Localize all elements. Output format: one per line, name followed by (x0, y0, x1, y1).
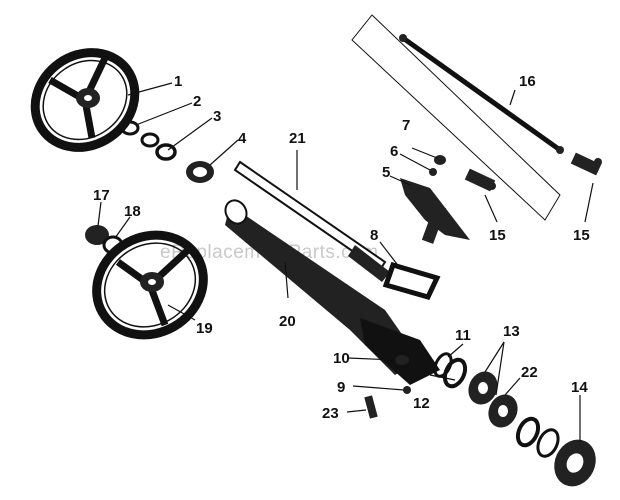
nut-part-10 (395, 355, 409, 365)
nut-part-2 (120, 120, 140, 136)
fitting-part-9 (403, 386, 411, 394)
callout-12: 12 (413, 395, 430, 412)
callout-20: 20 (279, 313, 296, 330)
callout-9: 9 (337, 379, 345, 396)
steering-wheel-upper (30, 48, 140, 152)
nut-part-3 (155, 143, 177, 161)
washer-part-13b (536, 428, 560, 458)
callout-15-left: 15 (489, 227, 506, 244)
steering-column-part-20 (224, 199, 440, 385)
gear-part-13 (468, 371, 498, 405)
callout-21: 21 (289, 130, 306, 147)
rod-part-16 (351, 14, 564, 221)
callout-7: 7 (402, 117, 410, 134)
callout-16: 16 (519, 73, 536, 90)
callout-18: 18 (124, 203, 141, 220)
nut-part-7 (434, 155, 446, 165)
callout-19: 19 (196, 320, 213, 337)
gear-part-22 (488, 394, 518, 428)
callout-8: 8 (370, 227, 378, 244)
steering-wheel-lower (92, 230, 208, 340)
steering-arm-part-5 (400, 178, 470, 244)
worm-gear-part-14 (554, 439, 596, 487)
washer-part-13a (515, 416, 541, 448)
callout-10: 10 (333, 350, 350, 367)
callout-14: 14 (571, 379, 588, 396)
callout-17: 17 (93, 187, 110, 204)
leader-lines (97, 82, 594, 442)
callout-2: 2 (193, 93, 201, 110)
callout-11: 11 (455, 327, 471, 344)
ball-joint-part-15-right (570, 152, 602, 176)
hub-part-17 (85, 225, 109, 245)
callout-5: 5 (382, 164, 390, 181)
bushing-part-4 (186, 161, 214, 183)
steering-shaft-part-21 (233, 160, 390, 282)
callout-1: 1 (174, 73, 182, 90)
washer-part-3 (140, 132, 160, 148)
bearing-part-12 (442, 357, 468, 389)
pin-part-23 (364, 395, 378, 419)
callouts: 1 2 3 4 5 6 7 8 9 10 11 12 13 14 15 15 1… (93, 73, 590, 422)
lockwasher-part-6 (429, 168, 437, 176)
ball-joint-part-15-left (464, 168, 496, 192)
callout-15-right: 15 (573, 227, 590, 244)
callout-13: 13 (503, 323, 520, 340)
callout-3: 3 (213, 108, 221, 125)
callout-4: 4 (238, 130, 247, 147)
gasket-part-8 (382, 261, 441, 300)
callout-22: 22 (521, 364, 538, 381)
callout-6: 6 (390, 143, 398, 160)
callout-23: 23 (322, 405, 339, 422)
